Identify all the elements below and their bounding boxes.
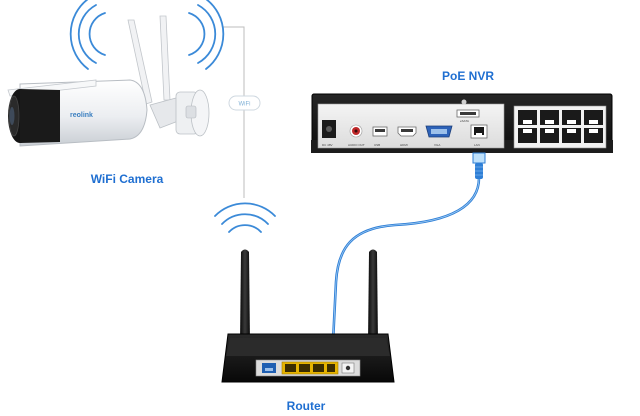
nvr-ground-screw-icon	[461, 99, 467, 105]
wifi-camera-label: WiFi Camera	[91, 172, 164, 186]
router-antenna	[240, 249, 378, 344]
svg-text:LAN: LAN	[474, 143, 480, 147]
cable-connector-nvr	[472, 152, 486, 179]
nvr-esata-port: eSATA	[456, 109, 480, 123]
poe-nvr-label: PoE NVR	[442, 69, 494, 83]
nvr-usb-port: USB	[372, 126, 388, 147]
nvr-hdmi-port: HDMI	[397, 126, 417, 147]
camera-brand-logo: reolink	[70, 112, 93, 119]
camera-antenna	[127, 15, 171, 105]
svg-text:USB: USB	[374, 143, 380, 147]
ethernet-cable	[326, 152, 486, 361]
svg-text:AUDIO OUT: AUDIO OUT	[348, 143, 365, 147]
svg-text:DC 48V: DC 48V	[322, 143, 333, 147]
camera-body: reolink	[7, 79, 148, 147]
nvr-dc-power-port: DC 48V	[322, 120, 336, 147]
router-lan-ports	[281, 361, 339, 375]
svg-text:HDMI: HDMI	[400, 143, 408, 147]
router-power-jack	[341, 362, 355, 374]
svg-text:eSATA: eSATA	[460, 119, 469, 123]
svg-text:VGA: VGA	[434, 143, 440, 147]
camera-wifi-waves-icon	[69, 0, 225, 70]
nvr-vga-port: VGA	[425, 125, 453, 147]
camera-mount	[149, 89, 210, 137]
wifi-camera: reolink	[7, 15, 210, 147]
router	[221, 249, 395, 383]
wifi-link-badge: WiFi	[228, 95, 261, 111]
wifi-link-label: WiFi	[239, 102, 251, 108]
poe-nvr: DC 48V AUDIO OUT USB HDMI VGA	[311, 93, 613, 153]
wifi-link-line	[222, 26, 245, 198]
router-wan-port	[262, 363, 276, 373]
router-wifi-waves-icon	[214, 202, 276, 233]
nvr-lan-port: LAN	[470, 124, 488, 147]
nvr-poe-ports	[513, 105, 607, 149]
router-label: Router	[287, 399, 326, 413]
nvr-audio-out-port: AUDIO OUT	[348, 124, 365, 147]
